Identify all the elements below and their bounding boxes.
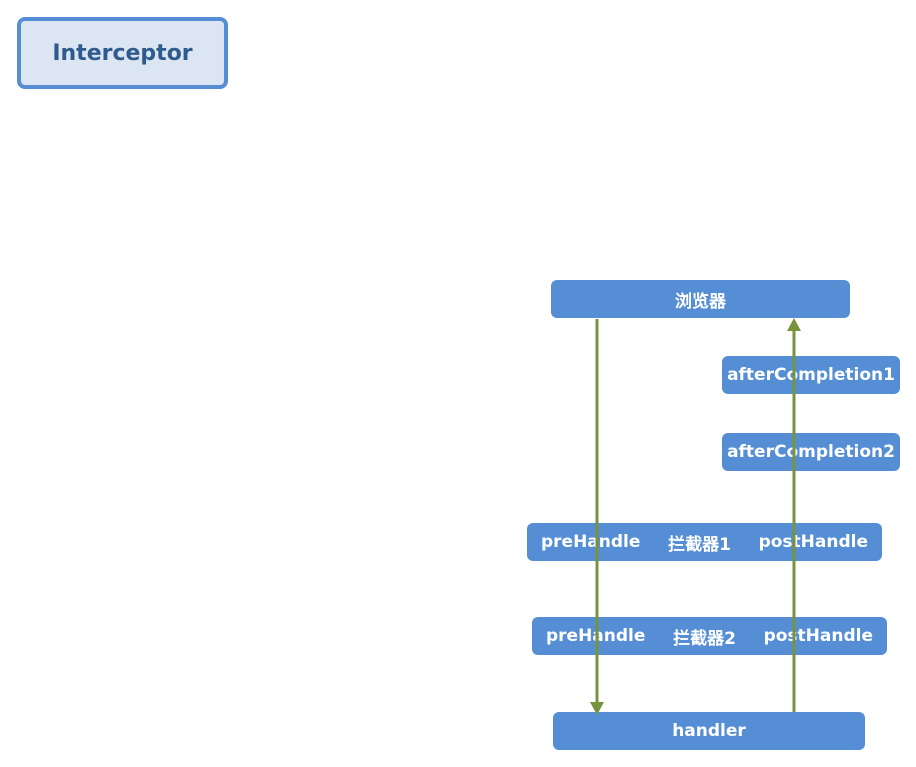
after-completion-2-label: afterCompletion2 <box>727 442 895 462</box>
handler-node: handler <box>553 712 865 750</box>
after-completion-2-node: afterCompletion2 <box>722 433 900 471</box>
browser-label: 浏览器 <box>675 291 726 312</box>
after-completion-1-label: afterCompletion1 <box>727 365 895 385</box>
interceptor-1-name: 拦截器1 <box>668 534 731 555</box>
diagram-title: Interceptor <box>17 17 228 89</box>
interceptor-2-posthandle: postHandle <box>763 626 873 646</box>
interceptor-1-node: preHandle 拦截器1 postHandle <box>527 523 882 561</box>
handler-label: handler <box>672 721 746 741</box>
after-completion-1-node: afterCompletion1 <box>722 356 900 394</box>
interceptor-1-prehandle: preHandle <box>541 532 641 552</box>
interceptor-2-prehandle: preHandle <box>546 626 646 646</box>
interceptor-2-name: 拦截器2 <box>673 628 736 649</box>
interceptor-2-node: preHandle 拦截器2 postHandle <box>532 617 887 655</box>
response-arrow-up-head <box>787 318 801 331</box>
interceptor-1-posthandle: postHandle <box>758 532 868 552</box>
browser-node: 浏览器 <box>551 280 850 318</box>
